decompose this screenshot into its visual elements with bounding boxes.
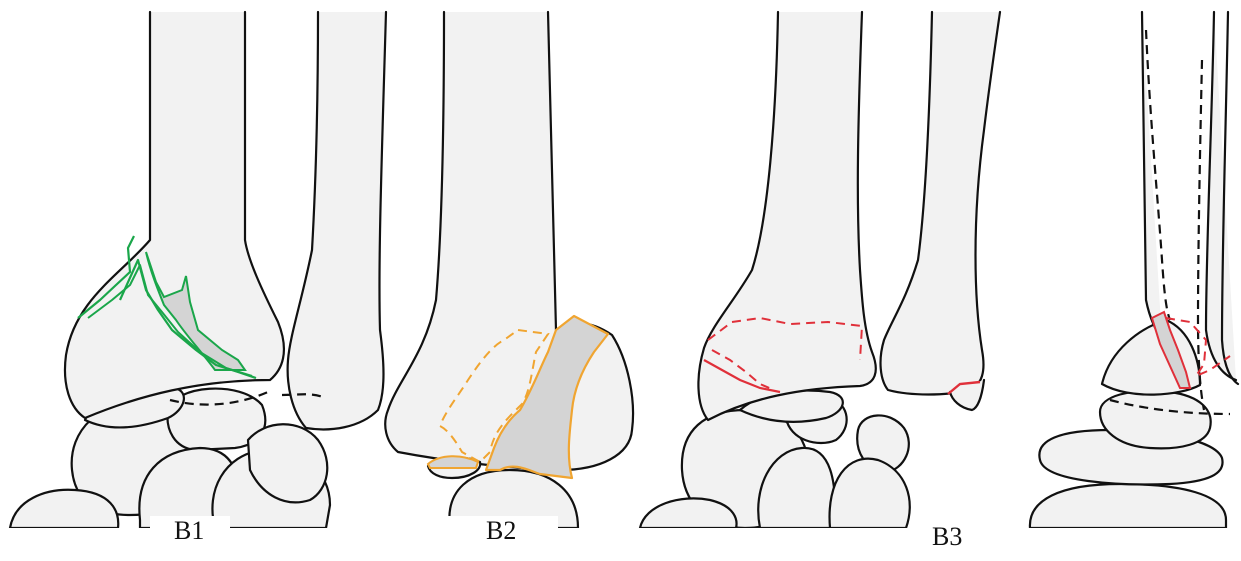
panel-label-b2: B2 [486, 516, 516, 546]
b3-ulna [881, 12, 1000, 395]
panel-b1-illustration [10, 12, 386, 528]
b3-carpal-hamate [830, 459, 910, 528]
panel-b2-illustration [385, 12, 633, 528]
b3-lat-carpal-proximal [1100, 391, 1211, 448]
panel-b3-lateral-illustration [1030, 12, 1238, 528]
b3-lat-metacarpal [1030, 484, 1226, 528]
panel-label-b1: B1 [174, 516, 204, 546]
b1-metacarpal-left [10, 490, 118, 528]
b1-radius [65, 12, 284, 418]
panel-b3-frontal-illustration [640, 12, 1000, 528]
b3-radius [698, 12, 875, 420]
b3-lat-hidden-radius [1198, 60, 1204, 410]
b1-ulna [288, 12, 386, 429]
panel-label-b3: B3 [932, 522, 962, 552]
b2-radius [385, 12, 633, 470]
